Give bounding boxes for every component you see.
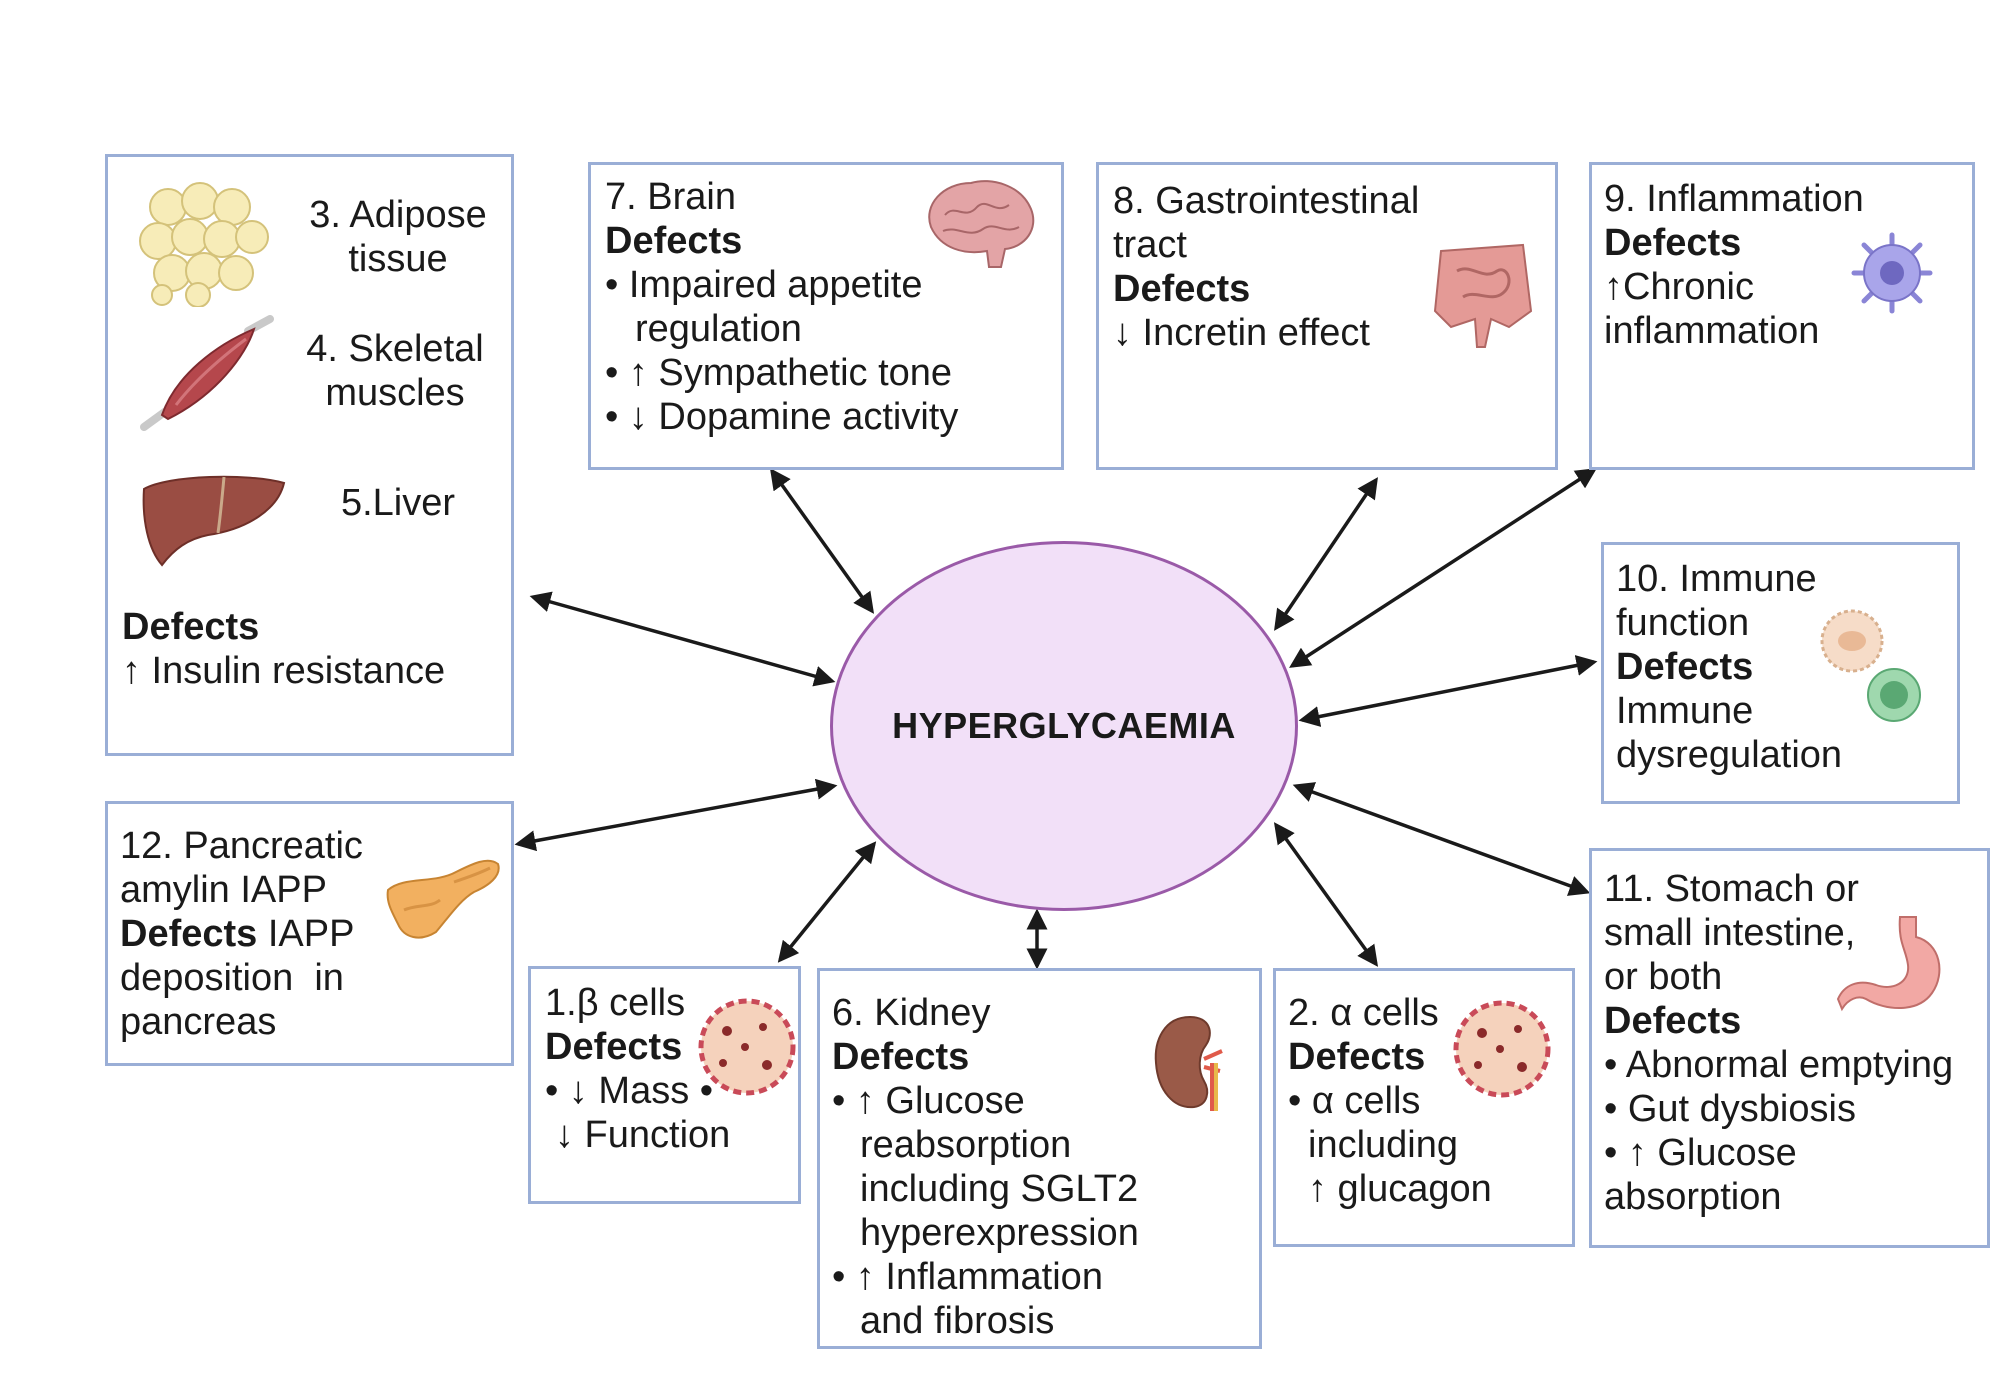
amylin-defects-heading: Defects — [120, 913, 258, 955]
arrow-immune — [1298, 655, 1598, 727]
gi-title-2: tract — [1113, 224, 1187, 266]
inflammation-cell-icon — [1851, 232, 1933, 314]
alpha-cells-box: 2. α cells Defects • α cells including ↑… — [1273, 968, 1575, 1247]
stomach-defect-line-2: • Gut dysbiosis — [1604, 1088, 1856, 1130]
adipose-icon — [139, 182, 269, 307]
amylin-defects-row: Defects IAPP — [120, 912, 354, 956]
immune-defect-line-2: dysregulation — [1616, 734, 1843, 776]
alpha-defects-heading: Defects — [1288, 1036, 1426, 1078]
pancreas-icon — [386, 859, 500, 939]
alpha-defect-line-1: • α cells — [1288, 1080, 1421, 1122]
stomach-title-3: or both — [1604, 956, 1723, 998]
stomach-defect-line-1: • Abnormal emptying — [1604, 1044, 1954, 1086]
brain-title: 7. Brain — [605, 176, 736, 218]
inflammation-title: 9. Inflammation — [1604, 178, 1864, 220]
arrow-gi — [1274, 477, 1378, 631]
beta-defect-line-1: • ↓ Mass • — [545, 1070, 714, 1112]
immune-title-1: 10. Immune — [1616, 558, 1817, 600]
arrow-adipose — [529, 591, 836, 687]
adipose-title-2: tissue — [348, 238, 448, 280]
immune-title-2: function — [1616, 602, 1750, 644]
brain-defect-line-2: regulation — [635, 308, 802, 350]
brain-defect-line-4: • ↓ Dopamine activity — [605, 396, 959, 438]
amylin-defect-line-2: deposition in — [120, 957, 344, 999]
brain-icon — [928, 180, 1035, 268]
gi-defects-heading: Defects — [1113, 268, 1251, 310]
kidney-box: 6. Kidney Defects • ↑ Glucose reabsorpti… — [817, 968, 1262, 1349]
arrow-alpha — [1273, 822, 1379, 967]
kidney-defect-line-4: hyperexpression — [860, 1212, 1139, 1254]
inflammation-defect-line-2: inflammation — [1604, 310, 1820, 352]
amylin-title-1: 12. Pancreatic — [120, 825, 363, 867]
skeletal-muscle-icon — [140, 315, 274, 431]
stomach-defect-line-3: • ↑ Glucose — [1604, 1132, 1797, 1174]
arrow-stomach — [1292, 782, 1591, 896]
brain-box: 7. Brain Defects • Impaired appetite reg… — [588, 162, 1064, 470]
beta-islet-icon — [698, 998, 796, 1096]
stomach-box: 11. Stomach or small intestine, or both … — [1589, 848, 1990, 1248]
immune-function-box: 10. Immune function Defects Immune dysre… — [1601, 542, 1960, 804]
alpha-defect-line-3: ↑ glucagon — [1308, 1168, 1492, 1210]
kidney-title: 6. Kidney — [832, 992, 991, 1034]
stomach-defect-line-4: absorption — [1604, 1176, 1782, 1218]
liver-icon — [142, 475, 286, 567]
liver-title: 5.Liver — [340, 482, 456, 524]
beta-cells-box: 1.β cells Defects • ↓ Mass • ↓ Function — [528, 966, 801, 1204]
kidney-icon — [1154, 1015, 1223, 1111]
kidney-defect-line-1: • ↑ Glucose — [832, 1080, 1025, 1122]
gi-defect-line-1: ↓ Incretin effect — [1113, 312, 1370, 354]
adipose-defect-line-1: ↑ Insulin resistance — [122, 650, 446, 692]
adipose-muscle-liver-box: 3. Adipose tissue 4. Skeletal muscles 5.… — [105, 154, 514, 756]
inflammation-box: 9. Inflammation Defects ↑Chronic inflamm… — [1589, 162, 1975, 470]
inflammation-defect-line-1: ↑Chronic — [1604, 266, 1754, 308]
gi-tract-box: 8. Gastrointestinal tract Defects ↓ Incr… — [1096, 162, 1558, 470]
immune-defect-line-1: Immune — [1616, 690, 1754, 732]
arrow-amylin — [514, 778, 838, 852]
stomach-title-1: 11. Stomach or — [1604, 868, 1859, 910]
intestine-icon — [1433, 243, 1533, 348]
arrow-beta — [777, 841, 877, 963]
stomach-defects-heading: Defects — [1604, 1000, 1742, 1042]
kidney-defect-line-6: and fibrosis — [860, 1300, 1055, 1342]
gi-title-1: 8. Gastrointestinal — [1113, 180, 1420, 222]
immune-defects-heading: Defects — [1616, 646, 1754, 688]
alpha-defect-line-2: including — [1308, 1124, 1458, 1166]
beta-defect-line-2: ↓ Function — [555, 1114, 731, 1156]
hyperglycaemia-node: HYPERGLYCAEMIA — [830, 541, 1298, 911]
inflammation-defects-heading: Defects — [1604, 222, 1742, 264]
immune-cells-icon — [1820, 609, 1921, 722]
amylin-defect-line-1: IAPP — [257, 913, 355, 955]
amylin-title-2: amylin IAPP — [120, 869, 327, 911]
beta-title: 1.β cells — [545, 982, 686, 1024]
hyperglycaemia-label: HYPERGLYCAEMIA — [892, 705, 1236, 746]
brain-defect-line-3: • ↑ Sympathetic tone — [605, 352, 953, 394]
adipose-defects-heading: Defects — [122, 606, 260, 648]
kidney-defect-line-2: reabsorption — [860, 1124, 1072, 1166]
kidney-defect-line-5: • ↑ Inflammation — [832, 1256, 1103, 1298]
alpha-islet-icon — [1453, 1000, 1551, 1098]
pancreatic-amylin-box: 12. Pancreatic amylin IAPP Defects IAPP … — [105, 801, 514, 1066]
stomach-icon — [1836, 916, 1941, 1012]
kidney-defect-line-3: including SGLT2 — [860, 1168, 1139, 1210]
brain-defect-line-1: • Impaired appetite — [605, 264, 923, 306]
beta-defects-heading: Defects — [545, 1026, 683, 1068]
muscle-title-1: 4. Skeletal — [306, 328, 484, 370]
brain-defects-heading: Defects — [605, 220, 743, 262]
alpha-title: 2. α cells — [1288, 992, 1439, 1034]
amylin-defect-line-3: pancreas — [120, 1001, 277, 1043]
adipose-title-1: 3. Adipose — [309, 194, 487, 236]
muscle-title-2: muscles — [325, 372, 465, 414]
arrow-brain — [769, 468, 875, 614]
kidney-defects-heading: Defects — [832, 1036, 970, 1078]
stomach-title-2: small intestine, — [1604, 912, 1856, 954]
arrow-inflammation — [1289, 468, 1597, 668]
